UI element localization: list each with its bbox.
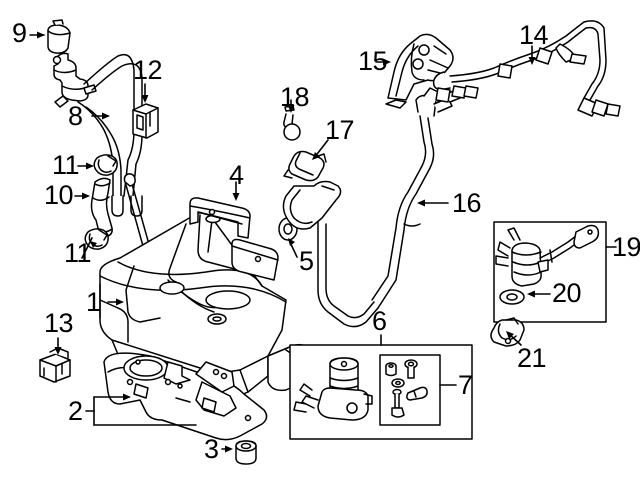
part-filler-neck-hose	[52, 52, 143, 217]
leader-11-upper	[77, 162, 94, 170]
callout-6[interactable]: 6	[372, 306, 387, 336]
leader-16	[417, 199, 449, 207]
leader-5	[288, 238, 298, 258]
part-fuel-pump-wire-harness	[432, 20, 621, 117]
callout-18[interactable]: 18	[280, 82, 310, 112]
leader-14	[528, 45, 536, 65]
part-fuel-tank-shield-upper	[189, 197, 279, 281]
callout-10[interactable]: 10	[44, 180, 74, 210]
callout-20[interactable]: 20	[552, 278, 582, 308]
callout-11-lower[interactable]: 11	[64, 238, 92, 268]
callout-9[interactable]: 9	[12, 18, 27, 48]
callout-2[interactable]: 2	[68, 396, 83, 426]
callout-4[interactable]: 4	[229, 160, 244, 190]
callout-5[interactable]: 5	[299, 246, 314, 276]
leader-15	[375, 58, 391, 66]
callout-8[interactable]: 8	[68, 101, 83, 131]
callout-12[interactable]: 12	[133, 55, 163, 85]
part-fuel-tank-skid-plate	[103, 352, 268, 441]
part-fuel-feed-line	[282, 87, 461, 328]
leader-2	[85, 393, 197, 426]
leader-11-lower	[81, 237, 97, 259]
leader-12	[141, 83, 149, 103]
part-vapor-canister-bracket	[132, 103, 159, 139]
callout-16[interactable]: 16	[452, 188, 482, 218]
callout-21[interactable]: 21	[517, 343, 547, 373]
part-fuel-tank-strap-bracket	[385, 33, 454, 109]
callout-14[interactable]: 14	[519, 20, 549, 50]
callout-19[interactable]: 19	[612, 232, 640, 262]
leader-9	[29, 31, 45, 39]
part-fuel-pump-sender-kit	[495, 224, 600, 305]
part-fuel-pump-control-module	[39, 347, 71, 383]
callout-1[interactable]: 1	[86, 287, 101, 317]
leader-18	[287, 99, 295, 113]
leader-20	[527, 290, 551, 298]
part-shield-mounting-nut	[235, 440, 257, 465]
part-fuel-filler-cap	[47, 19, 71, 54]
part-fuel-pump-assembly	[293, 357, 373, 421]
leader-8	[91, 112, 110, 120]
part-vent-valve-grommet	[283, 105, 301, 141]
leader-3	[221, 445, 233, 453]
part-filler-vent-hose	[90, 177, 113, 238]
callout-17[interactable]: 17	[325, 115, 355, 145]
callout-15[interactable]: 15	[358, 46, 388, 76]
callout-13[interactable]: 13	[44, 308, 74, 338]
leader-21	[506, 331, 522, 346]
leader-4	[232, 181, 240, 201]
part-pump-hardware-kit	[385, 359, 428, 418]
callout-7[interactable]: 7	[458, 370, 473, 400]
callout-11-upper[interactable]: 11	[52, 150, 80, 180]
part-hose-clamp-upper	[93, 154, 118, 176]
leader-1	[107, 298, 124, 306]
leader-13	[54, 337, 62, 355]
leader-17	[312, 139, 329, 160]
leader-10	[74, 192, 90, 200]
callout-3[interactable]: 3	[204, 434, 219, 464]
